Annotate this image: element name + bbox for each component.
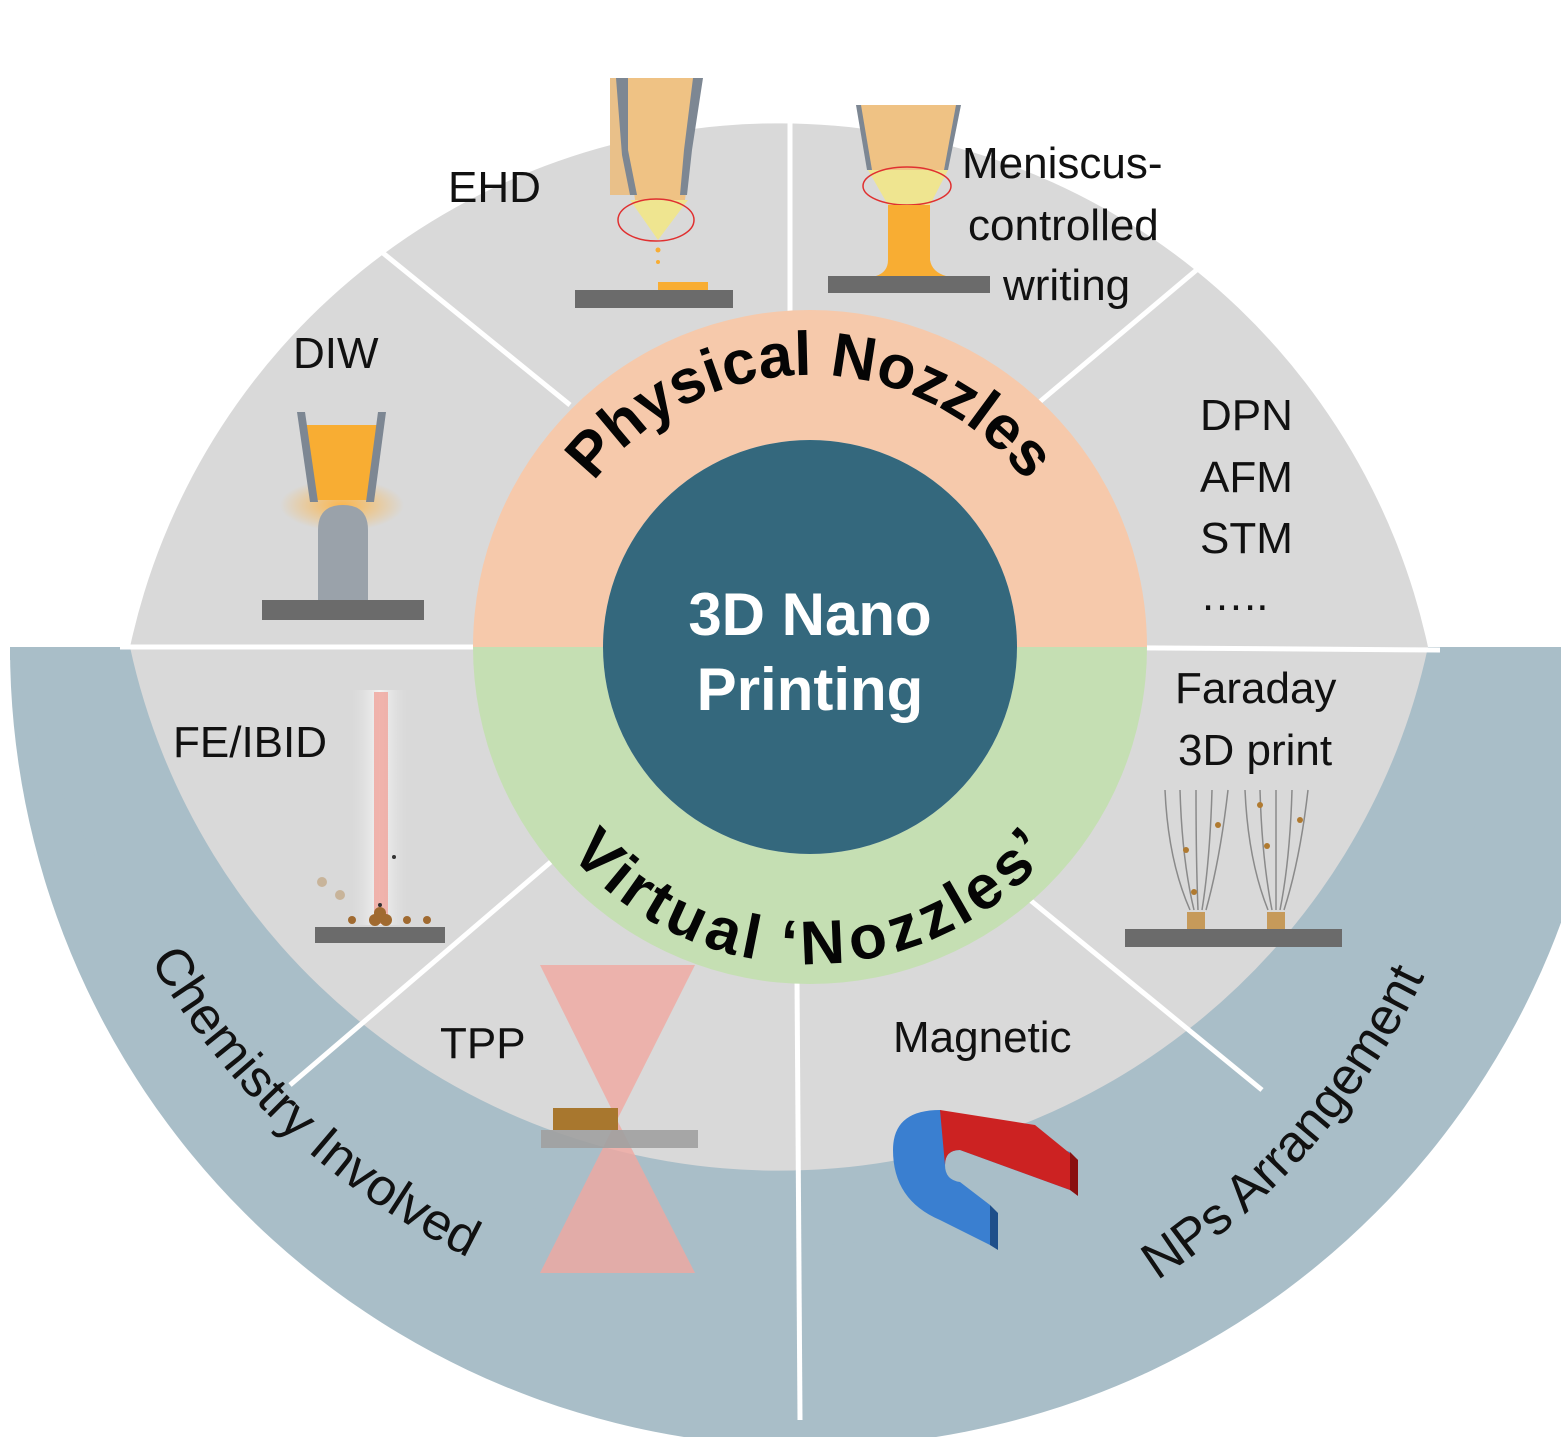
magnet-icon	[893, 1110, 1078, 1250]
center-circle	[603, 440, 1017, 854]
ring-physical	[473, 310, 1147, 647]
label-meniscus-1: Meniscus-	[962, 139, 1163, 188]
label-afm: AFM	[1200, 453, 1293, 502]
faraday-particles	[1183, 802, 1303, 929]
ring-virtual	[473, 647, 1147, 984]
label-faraday-1: Faraday	[1175, 664, 1336, 713]
label-ellipsis: …..	[1200, 571, 1268, 620]
label-feibid: FE/IBID	[173, 718, 327, 767]
faraday-illustration	[1164, 789, 1309, 911]
center-title-line1: 3D Nano	[688, 581, 931, 648]
label-meniscus-3: writing	[1002, 261, 1130, 310]
diw-illustration	[262, 412, 424, 620]
label-dpn: DPN	[1200, 391, 1293, 440]
label-faraday-2: 3D print	[1178, 726, 1332, 775]
label-ehd: EHD	[448, 163, 541, 212]
faraday-substrate	[1125, 929, 1342, 947]
label-tpp: TPP	[440, 1019, 526, 1068]
segment-dividers	[120, 15, 1441, 1421]
label-stm: STM	[1200, 514, 1293, 563]
center-title-line2: Printing	[697, 656, 924, 723]
label-diw: DIW	[293, 329, 379, 378]
tpp-illustration	[540, 965, 698, 1273]
label-meniscus-2: controlled	[968, 201, 1159, 250]
feibid-illustration	[315, 690, 445, 943]
ehd-illustration	[575, 78, 733, 308]
meniscus-illustration	[828, 105, 990, 293]
label-magnetic: Magnetic	[893, 1013, 1072, 1062]
